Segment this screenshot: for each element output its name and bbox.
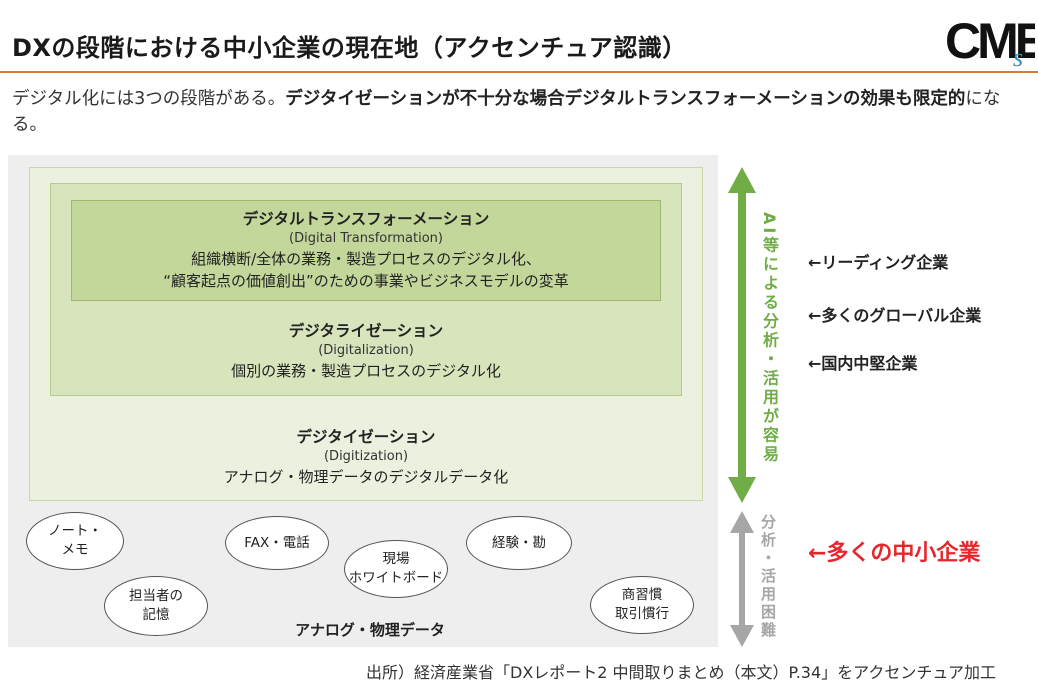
company-domestic: ←国内中堅企業 [808,354,918,373]
company-global: ←多くのグローバル企業 [808,306,982,325]
lead-tail: になる。 [12,89,1001,135]
cmes-logo: CME s [945,13,1035,70]
easy-analysis-label: AI等による分析・活用が容易 [760,212,779,465]
bubble-fax-phone: FAX・電話 [225,516,329,570]
lead-bold: デジタイゼーションが不十分な場合デジタルトランスフォーメーションの効果も限定的 [285,89,966,109]
company-sme: ←多くの中小企業 [808,541,981,566]
bubble-trade-practice: 商習慣 取引慣行 [590,576,694,634]
lead-normal: デジタル化には3つの段階がある。 [12,89,286,109]
header-divider [0,71,1038,73]
easy-arrow-icon [728,167,756,503]
transformation-level: デジタルトランスフォーメーション (Digital Transformation… [71,208,661,292]
page-title: DXの段階における中小企業の現在地（アクセンチュア認識） [12,34,687,62]
hard-analysis-label: 分析・活用困難 [759,514,777,640]
bubble-site-whiteboard: 現場 ホワイトボード [344,540,448,598]
digitalization-desc: 個別の業務・製造プロセスのデジタル化 [231,362,501,380]
transformation-desc-2: “顧客起点の価値創出”のための事業やビジネスモデルの変革 [163,272,569,290]
hard-arrow-icon [730,511,754,647]
bubble-experience-intuition: 経験・勘 [466,516,572,570]
svg-text:s: s [1013,43,1023,70]
digitalization-level: デジタライゼーション (Digitalization) 個別の業務・製造プロセス… [50,320,682,382]
lead-text: デジタル化には3つの段階がある。デジタイゼーションが不十分な場合デジタルトランス… [12,86,1032,138]
transformation-english: (Digital Transformation) [289,231,443,246]
digitalization-heading: デジタライゼーション [288,322,444,340]
digitization-heading: デジタイゼーション [296,428,436,446]
digitization-level: デジタイゼーション (Digitization) アナログ・物理データのデジタル… [29,426,703,488]
analysis-arrows [728,167,756,647]
analog-data-label: アナログ・物理データ [295,621,445,639]
transformation-box [71,200,661,301]
bubble-staff-memory: 担当者の 記憶 [104,576,208,636]
digitization-desc: アナログ・物理データのデジタルデータ化 [223,468,509,486]
bubble-notes-memo: ノート・ メモ [26,512,124,570]
svg-text:CME: CME [945,13,1035,69]
digitization-english: (Digitization) [323,449,409,464]
transformation-desc-1: 組織横断/全体の業務・製造プロセスのデジタル化、 [191,250,541,268]
transformation-heading: デジタルトランスフォーメーション [242,210,490,228]
source-note: 出所）経済産業省「DXレポート2 中間取りまとめ（本文）P.34」をアクセンチュ… [366,663,997,682]
digitalization-english: (Digitalization) [318,343,414,358]
company-leading: ←リーディング企業 [808,253,949,272]
